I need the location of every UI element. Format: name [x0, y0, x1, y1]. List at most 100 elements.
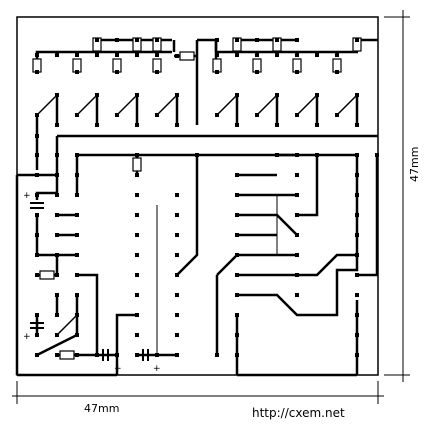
solder-pad	[215, 53, 219, 57]
solder-pad	[55, 93, 59, 97]
solder-pad	[135, 313, 139, 317]
traces	[15, 38, 379, 377]
solder-pad	[35, 313, 39, 317]
solder-pad	[295, 113, 299, 117]
solder-pad	[175, 293, 179, 297]
solder-pad	[235, 233, 239, 237]
solder-pad	[295, 253, 299, 257]
solder-pad	[175, 123, 179, 127]
solder-pad	[155, 53, 159, 57]
solder-pad	[155, 353, 159, 357]
solder-pad	[75, 213, 79, 217]
solder-pad	[135, 273, 139, 277]
solder-pad	[235, 273, 239, 277]
solder-pad	[55, 173, 59, 177]
capacitors	[30, 202, 149, 361]
solder-pad	[95, 93, 99, 97]
solder-pad	[135, 153, 139, 157]
solder-pad	[255, 70, 259, 74]
solder-pad	[55, 153, 59, 157]
solder-pad	[355, 193, 359, 197]
solder-pad	[135, 333, 139, 337]
solder-pad	[75, 353, 79, 357]
solder-pad	[215, 353, 219, 357]
solder-pad	[235, 253, 239, 257]
solder-pad	[175, 193, 179, 197]
solder-pad	[355, 233, 359, 237]
solder-pad	[275, 123, 279, 127]
solder-pad	[355, 273, 359, 277]
solder-pad	[295, 193, 299, 197]
solder-pad	[135, 123, 139, 127]
solder-pad	[35, 193, 39, 197]
solder-pad	[75, 233, 79, 237]
solder-pad	[255, 53, 259, 57]
solder-pad	[295, 213, 299, 217]
height-dimension-label: 47mm	[408, 147, 421, 182]
solder-pad	[155, 38, 159, 42]
solder-pad	[315, 123, 319, 127]
solder-pad	[295, 70, 299, 74]
solder-pad	[135, 173, 139, 177]
solder-pad	[255, 38, 259, 42]
solder-pad	[75, 53, 79, 57]
solder-pad	[115, 70, 119, 74]
solder-pad	[35, 353, 39, 357]
solder-pad	[135, 213, 139, 217]
solder-pad	[115, 38, 119, 42]
solder-pad	[355, 123, 359, 127]
solder-pad	[235, 53, 239, 57]
solder-pad	[155, 70, 159, 74]
solder-pad	[95, 38, 99, 42]
solder-pad	[295, 273, 299, 277]
polarity-mark: +	[114, 364, 122, 374]
solder-pad	[135, 293, 139, 297]
solder-pad	[135, 193, 139, 197]
solder-pad	[75, 173, 79, 177]
solder-pad	[55, 293, 59, 297]
solder-pad	[355, 293, 359, 297]
solder-pad	[135, 233, 139, 237]
solder-pad	[295, 173, 299, 177]
solder-pad	[75, 273, 79, 277]
solder-pad	[35, 333, 39, 337]
solder-pad	[115, 353, 119, 357]
solder-pad	[55, 273, 59, 277]
switch-legs	[55, 95, 359, 125]
solder-pad	[335, 70, 339, 74]
solder-pad	[355, 353, 359, 357]
solder-pad	[95, 353, 99, 357]
solder-pad	[35, 113, 39, 117]
solder-pad	[175, 353, 179, 357]
solder-pad	[75, 153, 79, 157]
solder-pad	[75, 313, 79, 317]
solder-pad	[35, 173, 39, 177]
solder-pad	[135, 93, 139, 97]
solder-pad	[135, 53, 139, 57]
solder-pad	[115, 113, 119, 117]
solder-pad	[55, 333, 59, 337]
switches	[36, 94, 358, 336]
solder-pad	[175, 213, 179, 217]
solder-pad	[175, 313, 179, 317]
solder-pad	[35, 213, 39, 217]
solder-pad	[175, 333, 179, 337]
solder-pad	[55, 193, 59, 197]
solder-pad	[295, 53, 299, 57]
solder-pad	[295, 233, 299, 237]
solder-pad	[35, 134, 39, 138]
solder-pad	[355, 153, 359, 157]
solder-pad	[335, 53, 339, 57]
solder-pad	[75, 113, 79, 117]
solder-pad	[235, 293, 239, 297]
solder-pad	[315, 53, 319, 57]
solder-pad	[55, 353, 59, 357]
solder-pad	[135, 38, 139, 42]
solder-pad	[295, 38, 299, 42]
pads	[35, 38, 379, 357]
resistors	[32, 37, 362, 360]
solder-pad	[135, 353, 139, 357]
solder-pad	[215, 38, 219, 42]
solder-pad	[35, 233, 39, 237]
solder-pad	[295, 293, 299, 297]
